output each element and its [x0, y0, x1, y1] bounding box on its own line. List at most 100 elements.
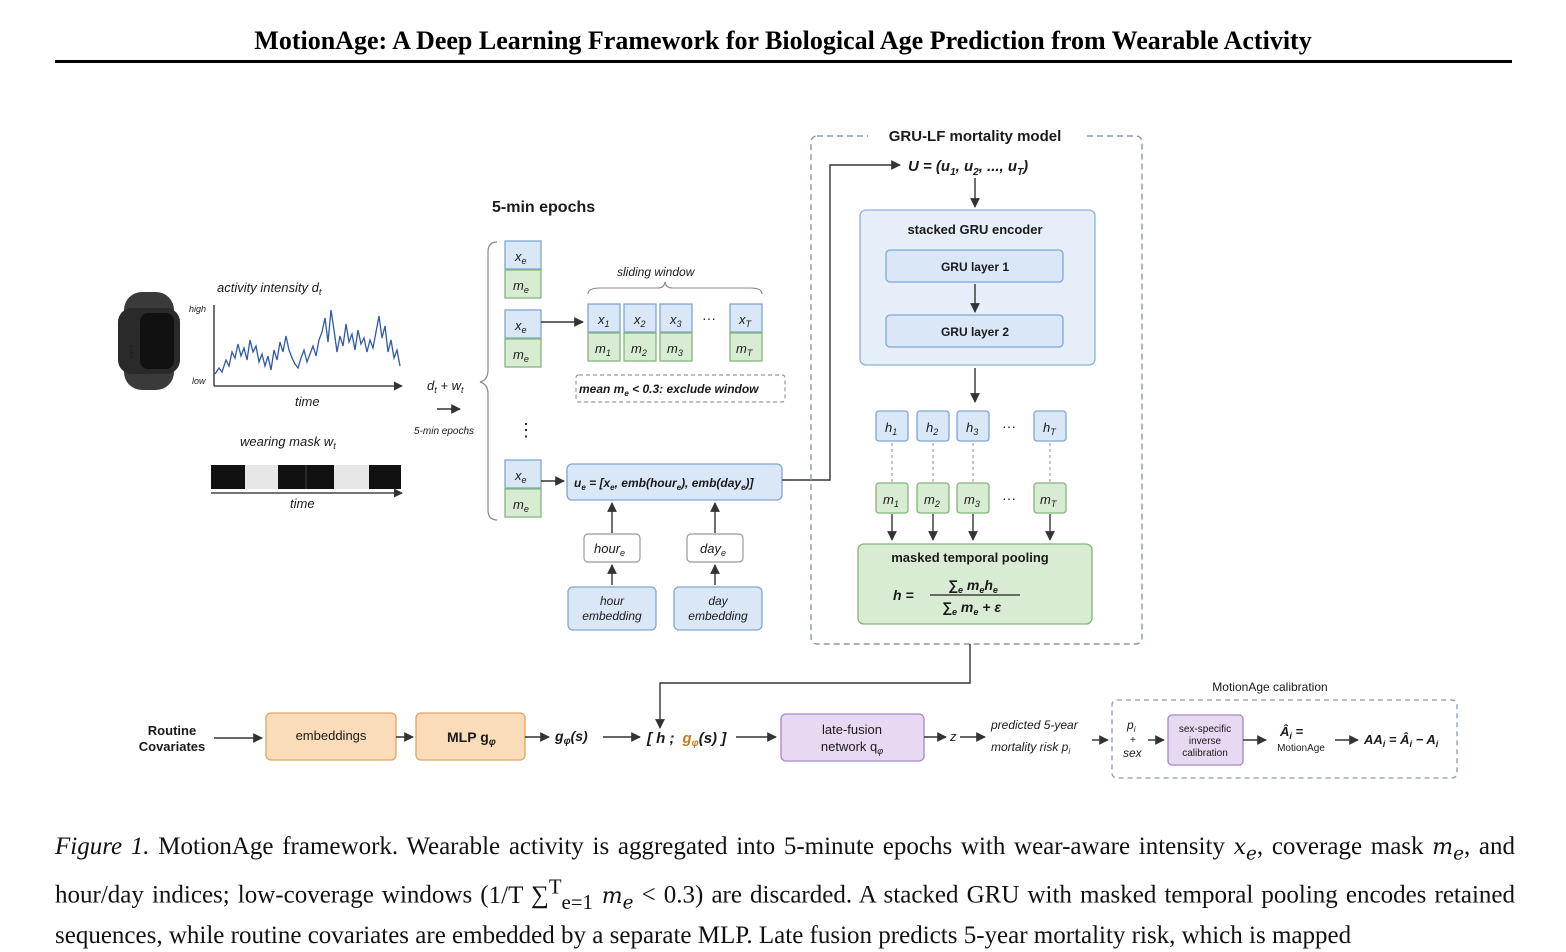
svg-text:m3: m3: [964, 492, 980, 509]
hour-embedding-text-2: embedding: [582, 609, 642, 623]
framework-figure: pulse activity intensity dt high low tim…: [118, 126, 1458, 779]
sex-label: sex: [1123, 746, 1143, 760]
hour-e-text: houre: [594, 541, 625, 558]
pred-label-1: predicted 5-year: [990, 718, 1079, 732]
routine-label-1: Routine: [148, 723, 196, 738]
ahat-label: Âi =: [1279, 724, 1304, 741]
inverse-text-3: calibration: [1182, 748, 1228, 759]
hidden-states-row: h1 h2 h3 ··· hT: [875, 410, 1067, 442]
svg-text:m1: m1: [595, 341, 611, 358]
exclude-rule-box: [575, 374, 786, 403]
exclude-rule-text: mean me < 0.3: exclude window: [579, 382, 759, 398]
plus-label: +: [1130, 735, 1136, 746]
caption-text-4: < 0.3) are discarded. A stacked GRU with…: [633, 881, 1427, 909]
svg-text:x3: x3: [669, 312, 682, 329]
svg-text:me: me: [513, 278, 529, 295]
concat-vector: [ h ;gφ(s) ]: [646, 730, 727, 749]
gru-layer-1: [885, 249, 1064, 283]
day-embedding-text-2: embedding: [688, 609, 748, 623]
mask-label: wearing mask wt: [240, 434, 336, 451]
svg-text:m1: m1: [883, 492, 899, 509]
day-e-box: [686, 533, 744, 563]
h-m-dotted-links: [891, 443, 1051, 482]
svg-text:···: ···: [1002, 490, 1016, 506]
routine-label-2: Covariates: [139, 739, 205, 754]
gru-lf-region: [810, 135, 1143, 645]
late-fusion-text-1: late-fusion: [822, 722, 882, 737]
epoch-cell-3: xe me: [504, 459, 542, 518]
svg-text:···: ···: [702, 310, 716, 326]
svg-text:h1: h1: [885, 420, 897, 437]
z-label: z: [949, 729, 957, 744]
high-label: high: [189, 304, 206, 314]
wearing-mask-bar: [211, 465, 401, 489]
svg-text:hT: hT: [1043, 420, 1057, 437]
svg-text:me: me: [513, 497, 529, 514]
caption-me: me: [1432, 835, 1464, 865]
svg-text:m2: m2: [924, 492, 940, 509]
calibration-region: [1111, 699, 1458, 779]
time-label-1: time: [295, 394, 320, 409]
sliding-window-brace: [587, 281, 763, 295]
embeddings-text: embeddings: [296, 728, 367, 743]
late-fusion-text-2: network qφ: [821, 739, 883, 756]
svg-text:···: ···: [1002, 418, 1016, 434]
sliding-window-label: sliding window: [617, 265, 696, 279]
wristband-icon: pulse: [118, 292, 180, 390]
masked-temporal-pooling: [857, 543, 1093, 625]
svg-text:m3: m3: [667, 341, 683, 358]
gru-layer-2-text: GRU layer 2: [941, 325, 1009, 339]
low-label: low: [192, 376, 206, 386]
window-cells: x1 m1 x2 m2 x3 m3 ··· xT mT: [587, 303, 763, 362]
gru-layer-1-text: GRU layer 1: [941, 260, 1009, 274]
epoch-cell-2: xe me: [504, 309, 542, 368]
pool-lhs: h =: [893, 587, 914, 603]
svg-text:xe: xe: [514, 249, 527, 266]
epochs-title: 5-min epochs: [492, 199, 595, 216]
g-output: gφ(s): [554, 728, 588, 747]
header-rule: [55, 60, 1512, 63]
svg-text:mT: mT: [1040, 492, 1058, 509]
time-label-2: time: [290, 496, 315, 511]
encoder-title: stacked GRU encoder: [907, 222, 1042, 237]
hour-embedding-box: [567, 586, 657, 631]
hour-embedding-text-1: hour: [600, 594, 625, 608]
activity-label: activity intensity dt: [217, 280, 322, 297]
gru-lf-title: GRU-LF mortality model: [889, 128, 1062, 145]
pool-denominator: ∑e me + ε: [942, 599, 1001, 617]
svg-text:h2: h2: [926, 420, 938, 437]
epochs-brace: [479, 241, 498, 521]
figure-caption: Figure 1. MotionAge framework. Wearable …: [55, 830, 1515, 952]
svg-text:xe: xe: [514, 318, 527, 335]
svg-text:pulse: pulse: [128, 345, 134, 360]
svg-text:x1: x1: [597, 312, 610, 329]
inverse-text-1: sex-specific: [1179, 724, 1231, 735]
aa-label: AAi = Âi − Ai: [1363, 732, 1439, 749]
caption-label: Figure 1.: [55, 833, 150, 860]
pool-numerator: ∑e mehe: [948, 577, 998, 595]
calibration-title: MotionAge calibration: [1212, 680, 1327, 694]
five-min-small-label: 5-min epochs: [414, 426, 474, 437]
svg-text:mT: mT: [736, 341, 754, 358]
caption-xe: xe: [1233, 835, 1257, 865]
mask-states-row: m1 m2 m3 ··· mT: [875, 482, 1067, 514]
svg-text:h3: h3: [966, 420, 978, 437]
caption-me2: me: [592, 883, 634, 914]
activity-trace: [214, 309, 401, 375]
caption-text-2: , coverage mask: [1256, 833, 1433, 860]
day-embedding-box: [673, 586, 763, 631]
ue-to-U-connector: [782, 160, 901, 481]
svg-text:x2: x2: [633, 312, 646, 329]
inverse-text-2: inverse: [1189, 736, 1222, 747]
svg-text:xT: xT: [738, 312, 753, 329]
page-header-title: MotionAge: A Deep Learning Framework for…: [254, 26, 1312, 55]
pi-label: pi: [1126, 718, 1136, 734]
ue-formula-text: ue = [xe, emb(houre), emb(daye)]: [574, 476, 755, 492]
pool-to-concat-connector: [655, 644, 971, 729]
m-to-pool-arrows: [887, 514, 1055, 541]
epoch-cell-1: xe me: [504, 240, 542, 299]
ue-formula-box: [566, 463, 783, 501]
mlp-text: MLP gφ: [447, 729, 496, 748]
epoch-vdots: ⋮: [517, 420, 535, 440]
day-e-text: daye: [700, 541, 726, 558]
